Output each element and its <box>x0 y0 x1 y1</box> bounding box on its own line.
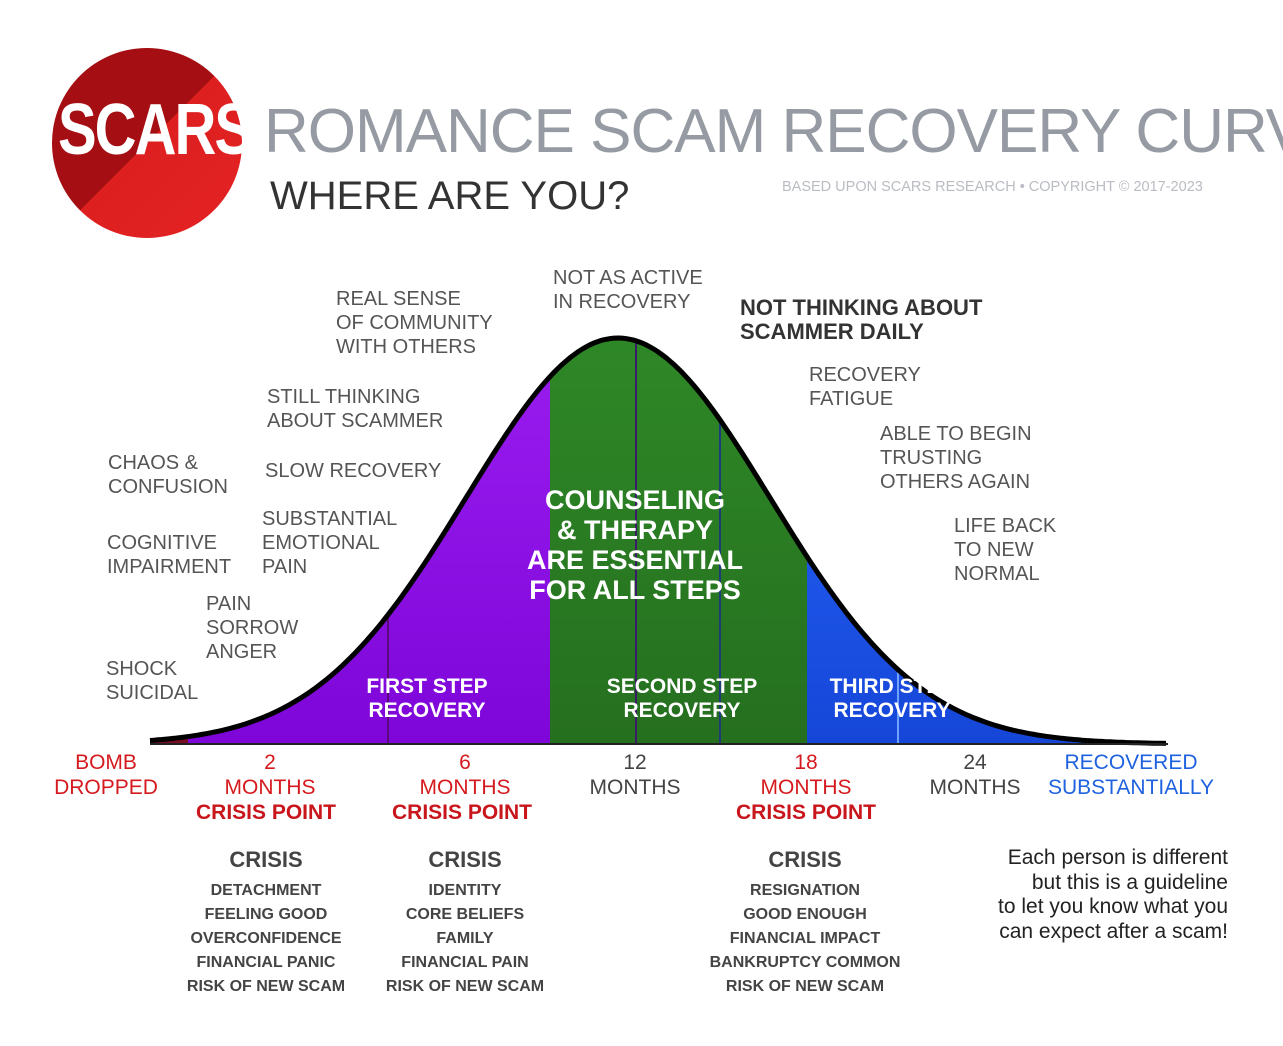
second-stage-label-2: RECOVERY <box>623 699 740 722</box>
center-message-1: COUNSELING <box>545 485 725 515</box>
second-stage-label-1: SECOND STEP <box>607 675 758 698</box>
crisis-list-2: CRISIS DETACHMENT FEELING GOOD OVERCONFI… <box>186 847 346 995</box>
first-stage-label-2: RECOVERY <box>368 699 485 722</box>
crisis-list-6: CRISIS IDENTITY CORE BELIEFS FAMILY FINA… <box>385 847 545 995</box>
scars-logo <box>52 48 242 238</box>
logo-trademark: TM <box>226 126 237 133</box>
crisis-list-18: CRISIS RESIGNATION GOOD ENOUGH FINANCIAL… <box>709 847 901 995</box>
bell-curve-outline <box>149 335 1167 746</box>
third-stage-label-1: THIRD STEP <box>830 675 955 698</box>
crisis-point-18: CRISIS POINT <box>735 801 877 824</box>
label-slow-recovery: SLOW RECOVERY <box>265 460 442 482</box>
crisis-point-6: CRISIS POINT <box>391 801 533 824</box>
center-message-4: FOR ALL STEPS <box>529 575 741 605</box>
copyright-notice: BASED UPON SCARS RESEARCH • COPYRIGHT © … <box>782 179 1203 195</box>
crisis-point-2: CRISIS POINT <box>195 801 337 824</box>
page-title: ROMANCE SCAM RECOVERY CURVE <box>264 97 1283 166</box>
third-stage-label-2: RECOVERY <box>833 699 950 722</box>
page-subtitle: WHERE ARE YOU? <box>270 174 630 218</box>
logo-text: SCARS <box>58 88 253 171</box>
first-stage-label-1: FIRST STEP <box>366 675 487 698</box>
label-chaos: CHAOS &CONFUSION <box>108 452 228 498</box>
center-message-3: ARE ESSENTIAL <box>527 545 743 575</box>
center-message-2: & THERAPY <box>557 515 713 545</box>
